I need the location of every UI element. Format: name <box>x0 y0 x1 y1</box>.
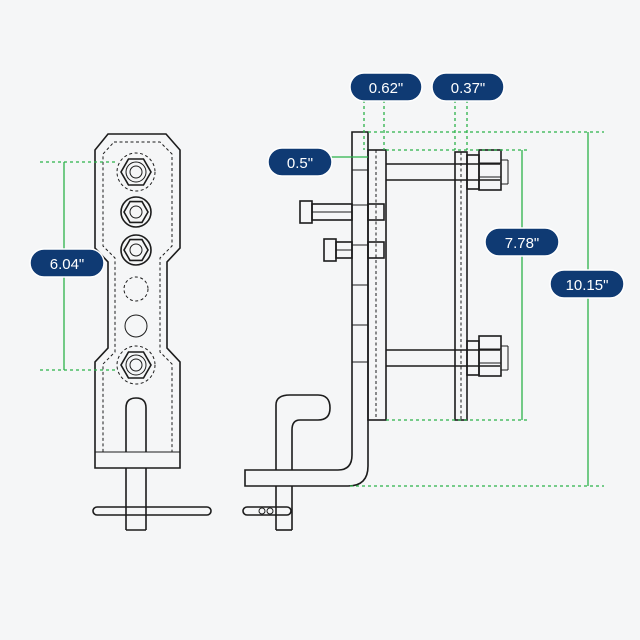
short-bolt-2-nut <box>367 241 385 259</box>
front-pin <box>92 506 212 516</box>
badge-plate-offset: 0.62" <box>349 72 423 102</box>
front-view <box>92 133 212 531</box>
front-holes <box>116 152 156 385</box>
hole-1-nut <box>120 158 152 186</box>
hole-3-nut <box>123 238 149 262</box>
front-plate-inner-outline <box>102 141 173 453</box>
short-bolt-1-nut <box>367 203 385 221</box>
bottom-washer <box>466 340 480 376</box>
hole-1-bolt <box>125 161 147 183</box>
badge-plate-thickness: 0.5" <box>267 147 333 177</box>
short-bolt-2-head <box>323 238 337 262</box>
badge-bolt-span: 7.78" <box>484 227 560 257</box>
svg-text:6.04": 6.04" <box>50 256 85 273</box>
badge-nut-offset: 0.37" <box>431 72 505 102</box>
top-nut <box>478 149 502 191</box>
hole-6-nut <box>120 351 152 379</box>
side-handle <box>275 394 331 470</box>
badge-overall-height: 10.15" <box>549 269 625 299</box>
hole-6-thread <box>129 358 143 372</box>
dimension-lines <box>40 100 604 487</box>
hole-1-thread <box>129 165 143 179</box>
top-washer <box>466 154 480 190</box>
side-bar <box>244 131 369 487</box>
svg-text:7.78": 7.78" <box>505 235 540 252</box>
short-bolts <box>299 200 385 262</box>
side-pin-hole-2 <box>266 507 274 515</box>
top-nut-assembly <box>466 149 509 191</box>
side-long-bolts <box>386 163 500 367</box>
bottom-nut <box>478 335 502 377</box>
hole-1-washer <box>116 152 156 192</box>
side-pin-hole-1 <box>258 507 266 515</box>
side-pin <box>242 506 292 516</box>
hole-5 <box>124 314 148 338</box>
svg-text:10.15": 10.15" <box>566 277 609 294</box>
badge-hole-span: 6.04" <box>29 248 105 278</box>
front-slot <box>125 397 147 452</box>
svg-text:0.62": 0.62" <box>369 80 404 97</box>
hole-2-nut <box>123 200 149 224</box>
svg-text:0.37": 0.37" <box>451 80 486 97</box>
hole-6-bolt <box>125 354 147 376</box>
hole-3-washer <box>120 234 152 266</box>
hole-2-washer <box>120 196 152 228</box>
hole-3-bolt <box>129 243 143 257</box>
side-plate <box>367 149 387 421</box>
side-bar-ticks <box>352 169 368 363</box>
svg-text:0.5": 0.5" <box>287 155 313 172</box>
hole-2-bolt <box>129 205 143 219</box>
bottom-nut-assembly <box>466 335 509 377</box>
side-view <box>242 131 509 531</box>
hole-4 <box>123 276 149 302</box>
hole-6-washer <box>116 345 156 385</box>
short-bolt-1-head <box>299 200 313 224</box>
